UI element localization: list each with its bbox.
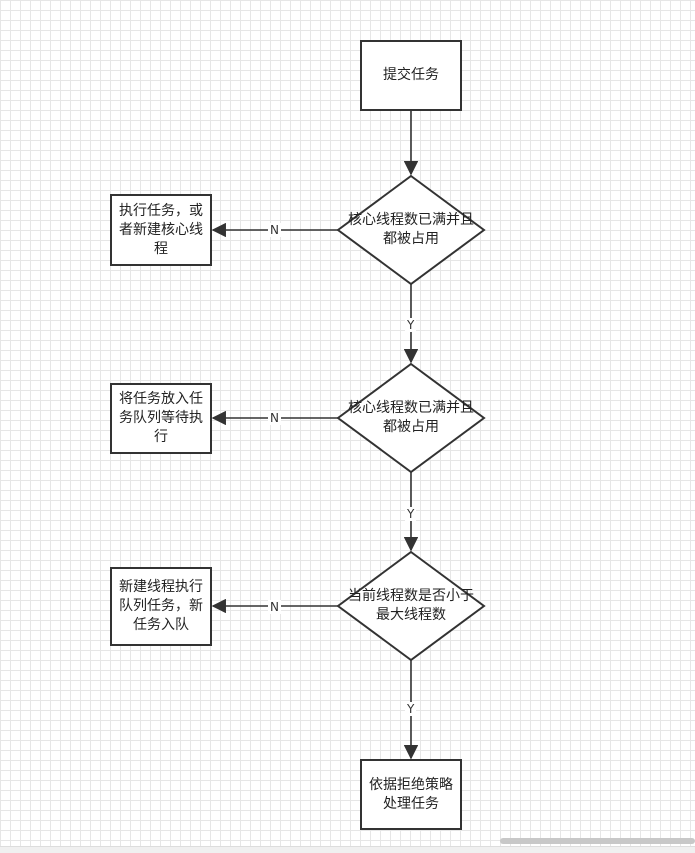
horizontal-scrollbar[interactable] <box>500 838 695 844</box>
edge-label-d2-no: N <box>268 411 281 425</box>
start-node-label: 提交任务 <box>383 67 439 83</box>
action2-node-box[interactable] <box>110 383 212 454</box>
edge-label-d2-yes: Y <box>405 507 417 521</box>
start-node-box[interactable] <box>360 40 462 111</box>
edge-label-d1-yes: Y <box>405 318 417 332</box>
edge-label-d3-yes: Y <box>405 702 417 716</box>
action1-node-label: 执行任务，或者新建核心线程 <box>119 202 203 257</box>
edge-label-d1-no: N <box>268 223 281 237</box>
end-node-box[interactable] <box>360 759 462 830</box>
decision1-node-label: 核心线程数已满并且都被占用 <box>348 212 474 247</box>
action3-node-label: 新建线程执行队列任务，新任务入队 <box>119 579 203 633</box>
canvas-bottom-bar <box>0 846 695 853</box>
decision2-node-label: 核心线程数已满并且都被占用 <box>348 400 474 435</box>
action3-node-box[interactable] <box>110 567 212 646</box>
end-node-label: 依据拒绝策略处理任务 <box>369 776 453 812</box>
decision3-node-label: 当前线程数是否小于最大线程数 <box>348 588 474 623</box>
action2-node-label: 将任务放入任务队列等待执行 <box>119 391 203 445</box>
edge-label-d3-no: N <box>268 600 281 614</box>
action1-node-box[interactable] <box>110 194 212 266</box>
